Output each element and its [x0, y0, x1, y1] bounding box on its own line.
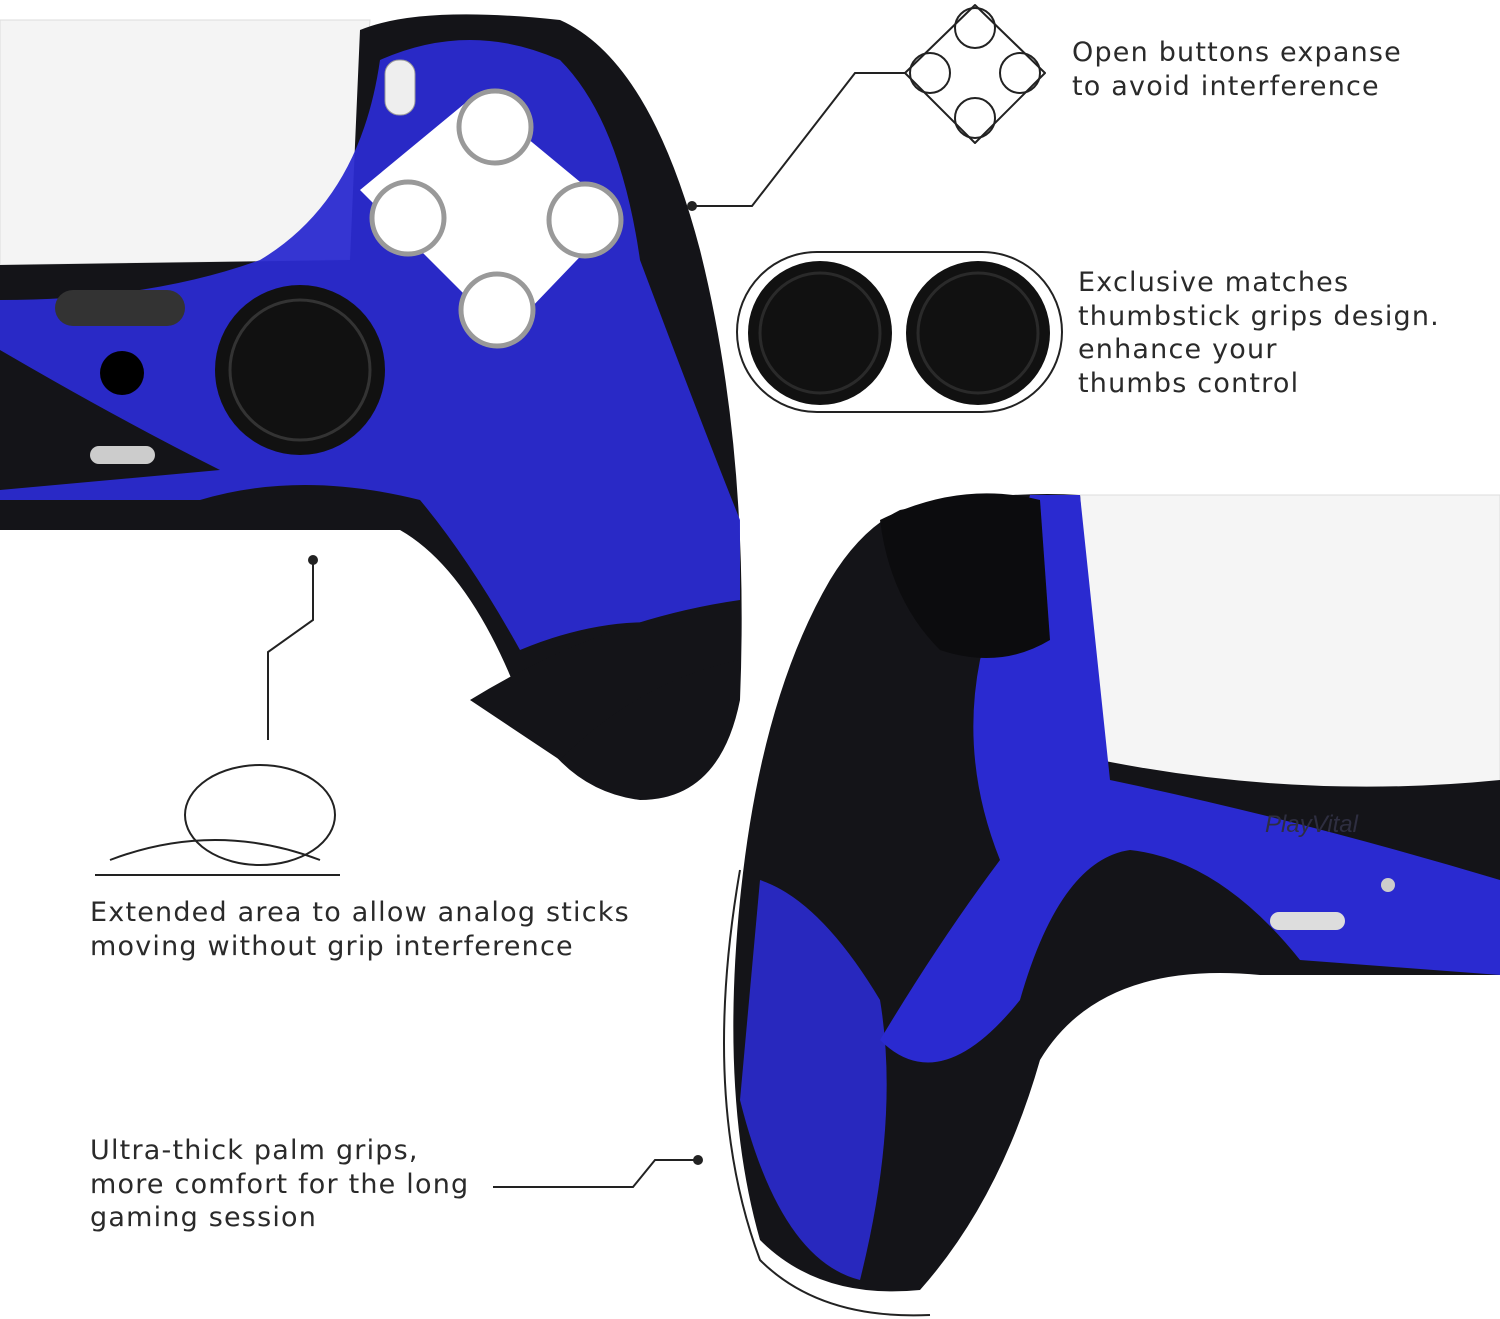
brand-logo: PlayVital [1265, 811, 1359, 838]
button-diagram [692, 4, 1046, 207]
caption-line: gaming session [90, 1202, 318, 1233]
analog-diagram [95, 560, 340, 876]
caption-line: enhance your [1078, 334, 1278, 365]
caption-line: Extended area to allow analog sticks [90, 897, 630, 928]
caption-line: Open buttons expanse [1072, 37, 1402, 68]
thumbstick-grip [215, 285, 385, 455]
caption-line: moving without grip interference [90, 930, 574, 962]
caption-line: more comfort for the long [90, 1168, 470, 1200]
thumbstick-grips-diagram [736, 251, 1063, 413]
face-buttons [369, 88, 624, 349]
trigger [880, 493, 1050, 658]
caption-line: thumbstick grips design. [1078, 300, 1440, 332]
controller-front-view [0, 14, 742, 800]
caption-line: thumbs control [1078, 367, 1300, 399]
caption-line: Exclusive matches [1078, 267, 1350, 298]
caption-line: Ultra-thick palm grips, [90, 1135, 419, 1166]
caption-palm: Ultra-thick palm grips,more comfort for … [90, 1134, 469, 1235]
controller-side-view: PlayVital [723, 493, 1500, 1317]
caption-line: to avoid interference [1072, 70, 1380, 102]
